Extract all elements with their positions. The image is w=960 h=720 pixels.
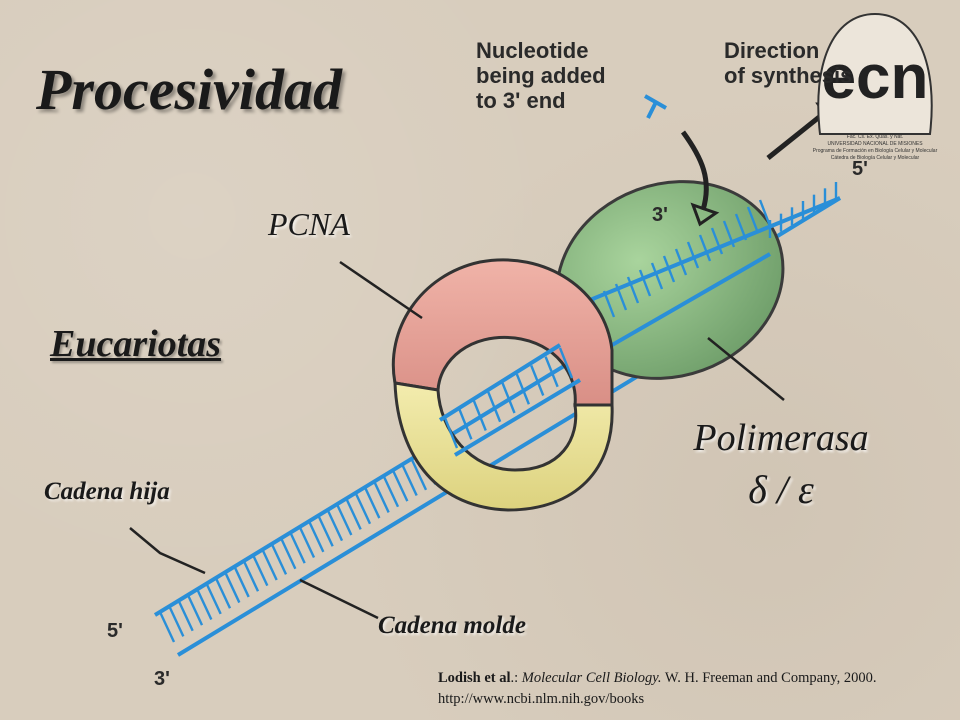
base-pair-rung — [530, 365, 545, 396]
citation-journal: Molecular Cell Biology. — [521, 670, 662, 686]
three-prime-top-label: 3' — [652, 204, 668, 226]
base-pair-rung — [317, 515, 334, 547]
base-pair-rung — [458, 408, 473, 440]
base-pair-rung — [501, 382, 516, 414]
base-pair-rung — [289, 532, 306, 564]
base-pair-rung — [710, 227, 724, 255]
nucleotide-caption-line-1: Nucleotide — [476, 38, 589, 63]
base-pair-rung — [401, 465, 418, 497]
citation-separator: .: — [510, 670, 522, 686]
base-pair-rung — [364, 487, 381, 519]
base-pair-rung — [410, 459, 428, 491]
base-pair-rung — [186, 594, 204, 626]
citation-publisher: W. H. Freeman and Company, 2000. — [661, 670, 877, 686]
svg-text:ecn: ecn — [822, 43, 929, 112]
curved-arrow-icon — [680, 130, 709, 211]
logo-line-4: Cátedra de Biología Celular y Molecular — [830, 155, 920, 161]
subtitle-eucariotas: Eucariotas — [50, 323, 222, 365]
cadena-molde-label: Cadena molde — [378, 612, 526, 639]
base-pair-rung — [252, 555, 269, 587]
base-pair-rung — [280, 538, 297, 570]
logo-line-3: Programa de Formación en Biología Celula… — [812, 148, 938, 154]
slide-title: Procesividad — [36, 57, 343, 122]
base-pair-rung — [177, 600, 194, 632]
base-pair-rung — [373, 481, 390, 513]
base-pair-rung — [224, 572, 241, 604]
base-pair-rung — [233, 566, 250, 598]
base-pair-rung — [758, 199, 772, 227]
nucleotide-caption: Nucleotide being added to 3' end — [476, 38, 606, 113]
five-prime-right-label: 5' — [852, 158, 868, 180]
base-pair-rung — [345, 498, 362, 530]
nucleotide-caption-line-3: to 3' end — [476, 88, 566, 113]
base-pair-rung — [261, 549, 278, 581]
pcna-ring — [391, 258, 614, 512]
logo-line-1: Fac. Cs. Ex. Quas. y Nat. — [846, 134, 904, 140]
base-pair-rung — [472, 400, 487, 431]
base-pair-rung — [558, 347, 574, 379]
nucleotide-caption-line-2: being added — [476, 63, 606, 88]
base-pair-rung — [392, 470, 409, 502]
cadena-molde-leader-line — [299, 578, 379, 620]
direction-caption: Direction of synthesis — [724, 38, 852, 88]
citation-url[interactable]: http://www.ncbi.nlm.nih.gov/books — [438, 691, 645, 707]
base-pair-rung — [326, 510, 344, 542]
base-pair-rung — [354, 493, 372, 525]
logo-line-2: UNIVERSIDAD NACIONAL DE MISIONES — [827, 141, 923, 147]
base-pair-rung — [214, 577, 232, 609]
ecn-logo: ecn — [817, 12, 933, 135]
nucleotide-icon — [644, 94, 667, 119]
polimerasa-types-label: δ / ε — [748, 467, 814, 512]
base-pair-rung — [336, 504, 353, 536]
base-pair-rung — [242, 560, 260, 592]
base-pair-rung — [544, 356, 559, 388]
direction-caption-line-1: Direction — [724, 38, 820, 63]
cadena-hija-leader-line — [129, 527, 206, 575]
base-pair-rung — [650, 262, 664, 290]
five-prime-bottom-label: 5' — [107, 620, 123, 642]
base-pair-rung — [298, 526, 316, 559]
pcna-leader-line — [339, 260, 423, 320]
arrowhead-icon — [690, 202, 720, 227]
base-pair-rung — [686, 241, 700, 269]
base-pair-rung — [168, 605, 185, 637]
citation-line-1: Lodish et al.: Molecular Cell Biology. W… — [438, 668, 953, 689]
logo-caption: Fac. Cs. Ex. Quas. y Nat. UNIVERSIDAD NA… — [812, 134, 938, 162]
base-pair-rung — [308, 521, 325, 553]
base-pair-rung — [626, 276, 640, 304]
polimerasa-leader-line — [707, 337, 785, 401]
direction-caption-line-2: of synthesis — [724, 63, 853, 88]
base-pair-rung — [515, 373, 530, 405]
polimerasa-label: Polimerasa — [693, 417, 869, 459]
base-pair-rung — [196, 588, 213, 620]
base-pair-rung — [382, 476, 400, 508]
cadena-hija-label: Cadena hija — [44, 478, 170, 505]
base-pair-rung — [270, 543, 288, 575]
three-prime-bottom-label: 3' — [154, 668, 170, 690]
pcna-label: PCNA — [268, 206, 350, 242]
base-pair-rung — [638, 269, 652, 297]
base-pair-rung — [443, 417, 459, 449]
citation-authors: Lodish et al — [438, 670, 511, 686]
base-pair-rung — [158, 611, 176, 643]
base-pair-rung — [487, 391, 502, 423]
base-pair-rung — [205, 583, 222, 615]
citation: Lodish et al.: Molecular Cell Biology. W… — [438, 668, 953, 710]
base-pair-rung — [698, 234, 712, 262]
base-pair-rung — [746, 206, 760, 234]
